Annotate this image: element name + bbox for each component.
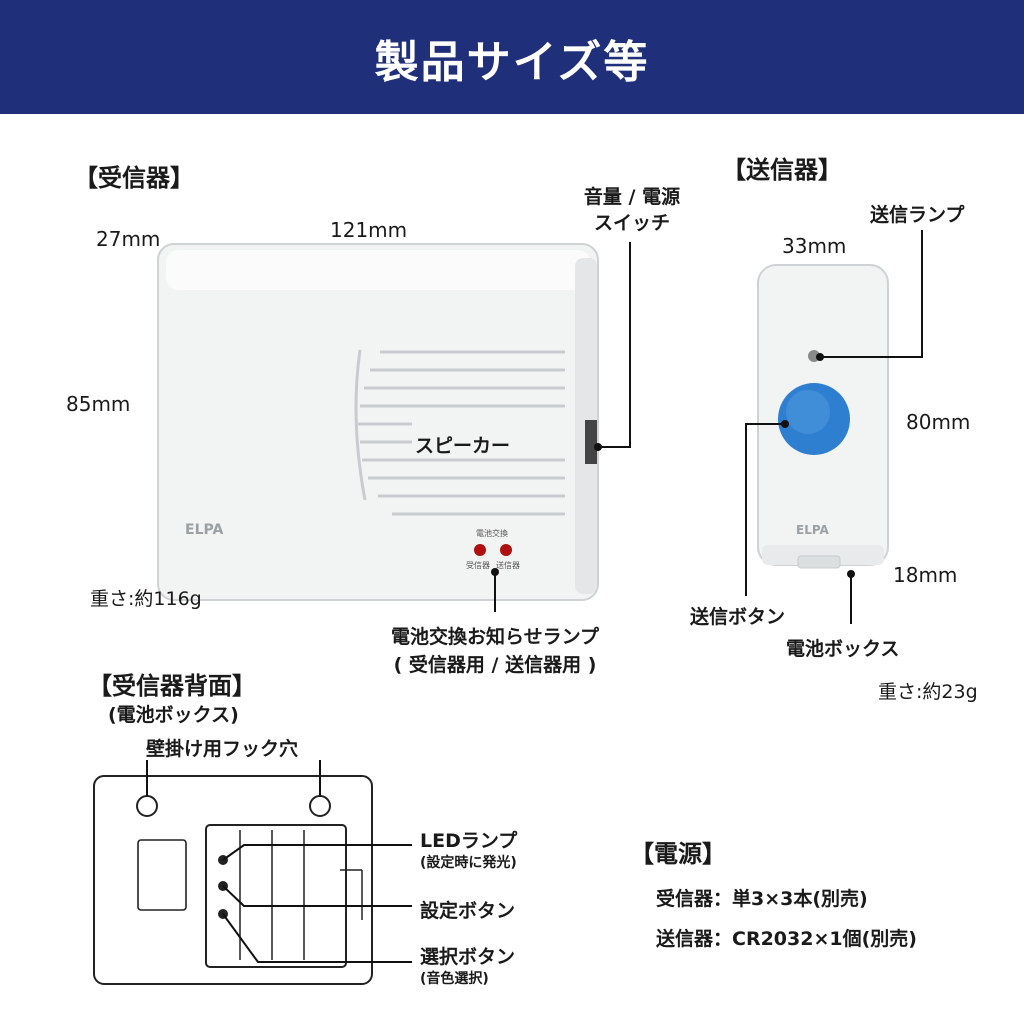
transmitter-weight: 重さ:約23g	[878, 681, 978, 703]
transmitter-heading: 【送信器】	[722, 156, 842, 184]
switch-label-line2: スイッチ	[593, 212, 670, 234]
transmitter-illustration	[757, 264, 889, 569]
battery-box-label: 電池ボックス	[786, 638, 900, 660]
receiver-back-illustration	[93, 775, 373, 985]
lamp-caption: 電池交換	[476, 529, 508, 538]
transmitter-brand-logo: ELPA	[796, 523, 829, 537]
hook-holes-label: 壁掛け用フック穴	[146, 738, 299, 760]
led-lamp-label: LEDランプ	[420, 830, 518, 852]
select-button-label: 選択ボタン	[420, 946, 516, 968]
transmitter-leader-lines	[745, 230, 923, 624]
battery-lamp-label: 電池交換お知らせランプ	[390, 626, 600, 648]
receiver-heading: 【受信器】	[74, 164, 194, 192]
receiver-illustration	[157, 243, 599, 601]
back-leader-lines	[146, 760, 412, 963]
receiver-leader-lines	[494, 242, 631, 612]
receiver-brand-logo: ELPA	[185, 522, 224, 538]
receiver-width: 121mm	[330, 218, 408, 242]
title-banner	[0, 0, 1024, 114]
battery-lamp-note: ( 受信器用 / 送信器用 )	[393, 654, 597, 676]
page-title: 製品サイズ等	[374, 37, 650, 88]
power-transmitter-line: 送信器：CR2032×1個(別売)	[656, 928, 917, 950]
speaker-label: スピーカー	[415, 435, 511, 457]
transmitter-width: 33mm	[782, 234, 847, 258]
receiver-height: 85mm	[66, 392, 131, 416]
setting-button-label: 設定ボタン	[420, 900, 516, 922]
transmitter-depth: 18mm	[893, 563, 958, 587]
led-lamp-note: (設定時に発光)	[420, 855, 517, 871]
lamp-label-transmitter: 送信器	[496, 561, 520, 570]
send-lamp-label: 送信ランプ	[870, 204, 965, 226]
receiver-depth: 27mm	[96, 227, 161, 251]
power-heading: 【電源】	[630, 840, 726, 868]
lamp-label-receiver: 受信器	[466, 561, 490, 570]
select-button-note: (音色選択)	[420, 971, 489, 987]
switch-label-line1: 音量 / 電源	[583, 186, 681, 208]
power-receiver-line: 受信器：単3×3本(別売)	[656, 888, 868, 910]
receiver-back-heading: 【受信器背面】	[88, 672, 256, 700]
send-button-label: 送信ボタン	[690, 606, 786, 628]
receiver-back-subheading: (電池ボックス)	[108, 704, 239, 726]
receiver-weight: 重さ:約116g	[90, 588, 202, 610]
transmitter-height: 80mm	[906, 410, 971, 434]
